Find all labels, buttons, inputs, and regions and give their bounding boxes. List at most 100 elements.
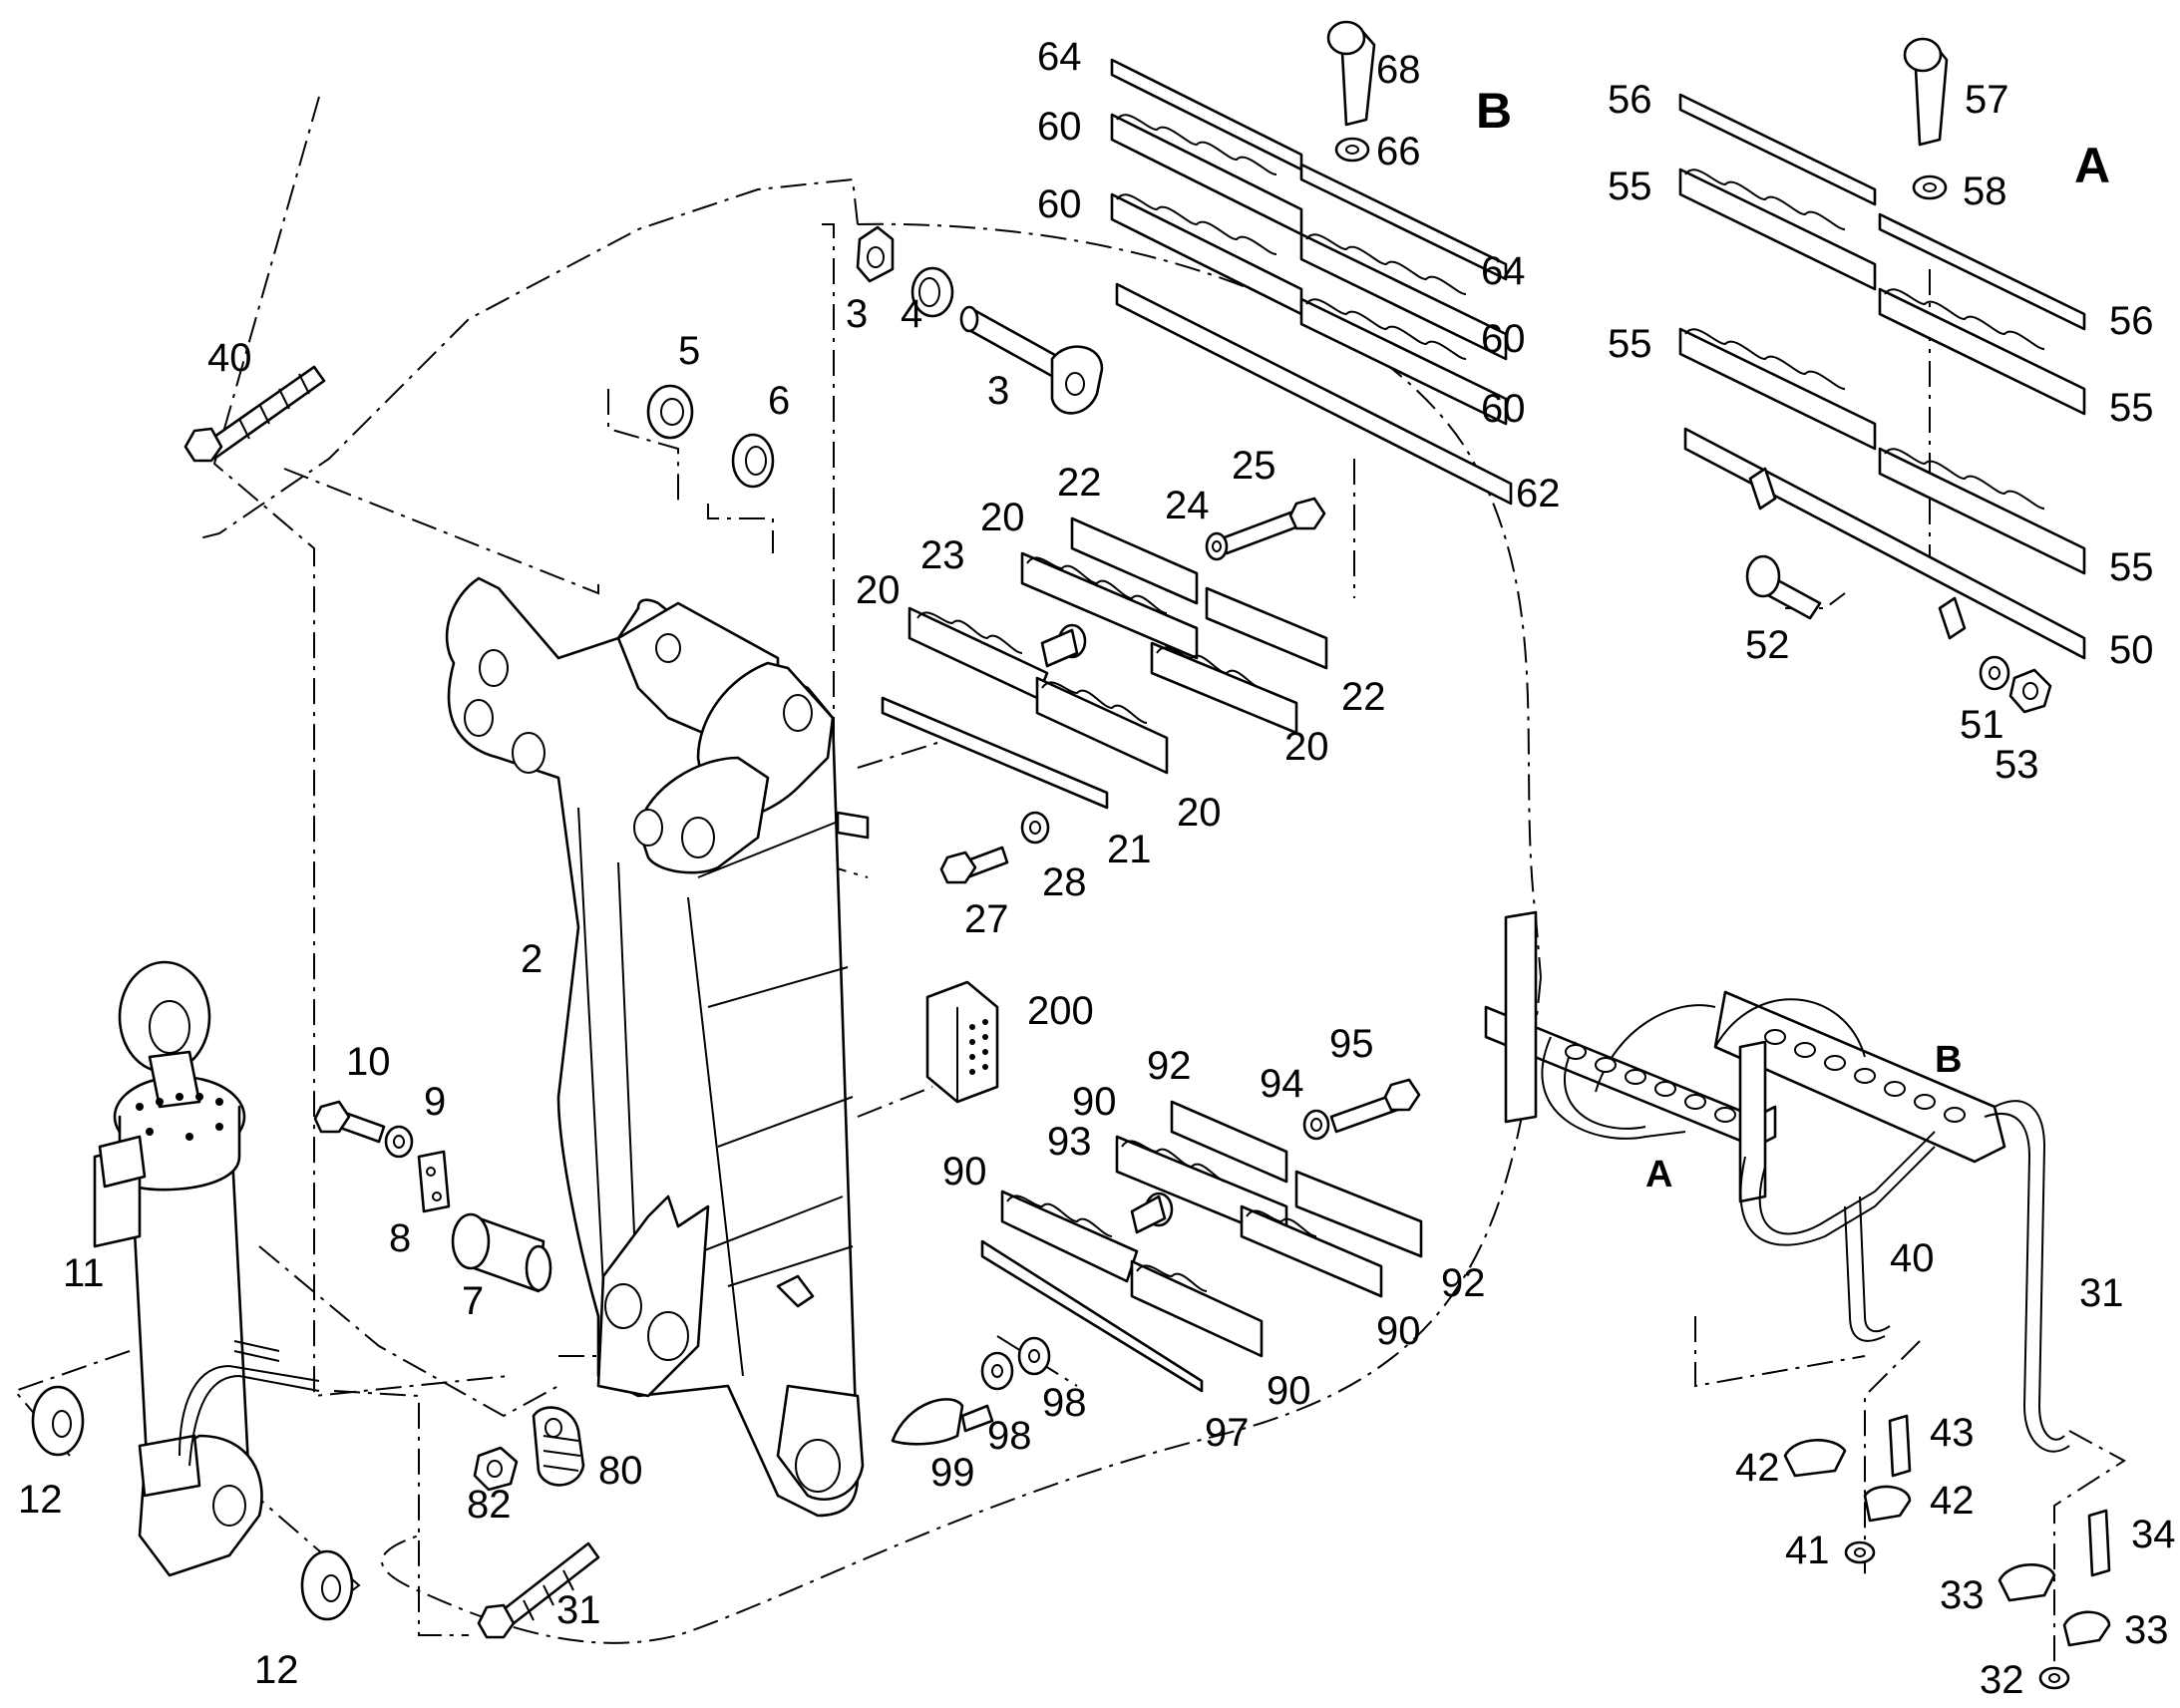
callout-23: 23 <box>920 533 965 577</box>
callout-55: 55 <box>2109 545 2154 589</box>
callout-42: 42 <box>1930 1479 1975 1523</box>
callout-55: 55 <box>1608 322 1652 366</box>
callout-22: 22 <box>1057 461 1102 505</box>
callout-40: 40 <box>1890 1236 1935 1280</box>
callout-41: 41 <box>1785 1529 1830 1572</box>
callout-25: 25 <box>1232 444 1276 488</box>
callout-33: 33 <box>1940 1573 1985 1617</box>
callout-90: 90 <box>942 1150 987 1194</box>
callout-24: 24 <box>1165 484 1210 527</box>
callout-95: 95 <box>1329 1022 1374 1066</box>
clamp-halves-33 <box>1998 1509 2111 1690</box>
callout-labels: 64 68 60 66 60 64 60 60 62 56 57 55 58 5… <box>18 35 2176 1702</box>
callout-99: 99 <box>930 1451 975 1495</box>
washer-98-a <box>980 1351 1014 1391</box>
callout-22: 22 <box>1341 675 1386 719</box>
view-label-b: B <box>1476 83 1512 139</box>
pipe-rack-assembly <box>1484 910 2070 1453</box>
callout-93: 93 <box>1047 1120 1092 1164</box>
washer-6 <box>731 433 775 489</box>
callout-28: 28 <box>1042 860 1087 904</box>
callout-200: 200 <box>1027 989 1094 1033</box>
washer-12-right <box>300 1549 354 1621</box>
callout-66: 66 <box>1376 130 1421 173</box>
callout-8: 8 <box>389 1216 411 1260</box>
washer-12-left <box>31 1385 85 1457</box>
callout-57: 57 <box>1965 78 2009 122</box>
callout-94: 94 <box>1260 1062 1304 1106</box>
callout-51: 51 <box>1960 703 2004 747</box>
callout-5: 5 <box>678 329 700 373</box>
bolt-52 <box>1745 554 1822 620</box>
detail-b <box>1110 20 1513 506</box>
callout-50: 50 <box>2109 628 2154 672</box>
callout-64: 64 <box>1037 35 1082 79</box>
detail-a <box>1678 37 2086 714</box>
callout-40: 40 <box>207 336 252 380</box>
callout-60: 60 <box>1037 182 1082 226</box>
callout-92: 92 <box>1441 1261 1486 1305</box>
callout-43: 43 <box>1930 1411 1975 1455</box>
assembly-label-a: A <box>1645 1154 1672 1196</box>
callout-32: 32 <box>1980 1658 2024 1702</box>
clamp-80 <box>532 1406 585 1487</box>
callout-56: 56 <box>1608 78 1652 122</box>
callout-20: 20 <box>856 568 901 612</box>
callout-3: 3 <box>846 292 868 336</box>
callout-55: 55 <box>1608 165 1652 208</box>
plate-8 <box>417 1150 451 1213</box>
callout-53: 53 <box>1995 743 2039 787</box>
clamp-set-lower <box>891 980 1423 1446</box>
callout-21: 21 <box>1107 828 1152 871</box>
callout-31: 31 <box>556 1588 601 1632</box>
callout-82: 82 <box>467 1483 512 1527</box>
callout-10: 10 <box>346 1040 391 1084</box>
callout-20: 20 <box>1284 725 1329 769</box>
callout-3: 3 <box>987 369 1009 413</box>
callout-90: 90 <box>1267 1369 1311 1413</box>
callout-27: 27 <box>964 897 1009 941</box>
callout-90: 90 <box>1376 1309 1421 1353</box>
nut-82 <box>473 1446 519 1492</box>
clamp-3 <box>856 225 895 283</box>
callout-64: 64 <box>1481 249 1526 293</box>
washer-98-b <box>1017 1336 1051 1376</box>
callout-98: 98 <box>1042 1381 1087 1425</box>
washer-5 <box>646 384 694 440</box>
callout-20: 20 <box>980 496 1025 539</box>
washer-51 <box>1979 655 2010 691</box>
clamp-halves-42 <box>1783 1414 1912 1564</box>
callout-42: 42 <box>1735 1446 1780 1490</box>
hose-31-left <box>477 1541 600 1639</box>
callout-60: 60 <box>1481 387 1526 431</box>
clamp-set-upper <box>881 497 1328 884</box>
callout-90: 90 <box>1072 1080 1117 1124</box>
boom-arm <box>445 576 870 1518</box>
bolt-27 <box>939 846 1009 884</box>
module-200 <box>925 980 999 1104</box>
callout-12: 12 <box>254 1648 299 1692</box>
bolt-10 <box>313 1100 386 1144</box>
callout-97: 97 <box>1205 1411 1250 1455</box>
callout-52: 52 <box>1745 623 1790 667</box>
callout-55: 55 <box>2109 386 2154 430</box>
callout-6: 6 <box>768 379 790 423</box>
callout-20: 20 <box>1177 791 1222 835</box>
callout-12: 12 <box>18 1478 63 1522</box>
hose-40-left <box>183 365 326 463</box>
callout-56: 56 <box>2109 299 2154 343</box>
reference-lines <box>13 96 2126 1675</box>
pin-7 <box>451 1212 552 1293</box>
assembly-label-b: B <box>1935 1039 1962 1081</box>
washer-9 <box>384 1125 414 1159</box>
pin-3 <box>959 305 1104 415</box>
callout-31: 31 <box>2079 1271 2124 1315</box>
callout-98: 98 <box>987 1414 1032 1458</box>
view-labels: B A A B <box>1476 83 2110 1196</box>
hydraulic-cylinder <box>93 960 320 1577</box>
washer-28 <box>1020 811 1050 845</box>
callout-60: 60 <box>1481 317 1526 361</box>
callout-9: 9 <box>424 1080 446 1124</box>
plug-99 <box>891 1398 994 1446</box>
